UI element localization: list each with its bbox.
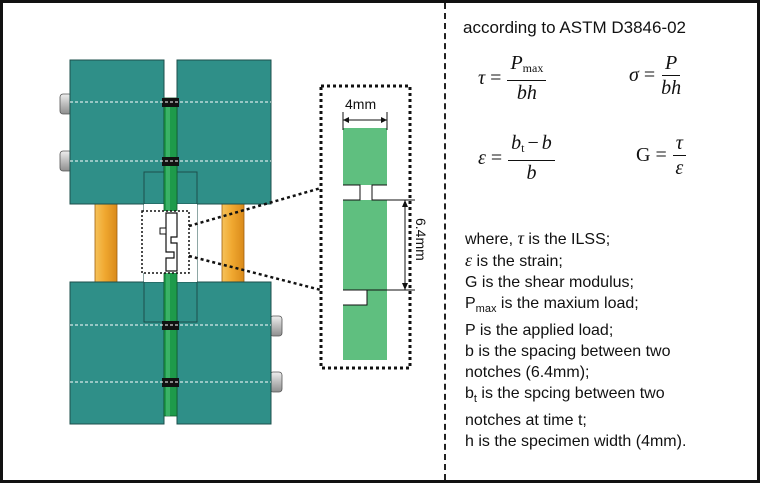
definition-line: h is the specimen width (4mm). [465,433,687,450]
bolt [269,315,283,337]
epsilon-num-a: b [511,132,522,154]
lower-grip-left [69,281,165,425]
tau-lhs: τ [478,66,486,89]
epsilon-num-a-sub: t [521,141,525,155]
standard-title: according to ASTM D3846-02 [463,18,687,37]
epsilon-num-op: − [527,132,539,154]
spacing-dim-label: 6.4mm [413,218,429,261]
width-dim-label: 4mm [345,96,376,112]
lower-grip-right [176,281,272,425]
zoom-line-bottom [188,254,322,292]
tau-num-sub: max [522,61,544,75]
g-num: τ [672,132,686,156]
bolt [269,371,283,393]
tau-equation: τ = Pmax bh [478,52,547,104]
definitions-list: where, τ is the ILSS; ε is the strain; G… [465,228,750,452]
definition-line: notches (6.4mm); [465,364,590,381]
definition-line: where, τ is the ILSS; [465,228,611,248]
g-equation: G = τ ε [636,132,686,179]
notch-cut-upper [360,185,387,200]
small-notched-specimen [165,212,178,272]
zoomed-notched-specimen [343,128,387,360]
zoom-line-top [188,186,322,228]
sigma-den: bh [661,77,682,99]
upper-grip-right [176,59,272,205]
definition-line: ε is the strain; [465,250,563,270]
sigma-lhs: σ [629,64,639,86]
definition-line: bt is the spcing between two [465,385,665,405]
definition-line: P is the applied load; [465,322,614,339]
epsilon-den: b [526,162,537,184]
epsilon-equation: ε = bt−b b [478,132,555,184]
epsilon-lhs: ε [478,146,486,169]
section-divider [444,3,446,480]
sigma-num: P [662,52,681,76]
tau-den: bh [516,82,537,104]
tau-num: P [510,52,523,74]
definition-line: G is the shear modulus; [465,274,634,291]
g-lhs: G [636,144,651,166]
guide-rod-left [94,203,118,285]
notch-cut-lower [343,290,367,305]
small-notch-inner [159,227,167,235]
definition-line: Pmax is the maxium load; [465,295,639,315]
definition-line: b is the spacing between two [465,343,671,360]
g-den: ε [675,157,684,179]
epsilon-num-b: b [541,132,552,154]
sigma-equation: σ = P bh [629,52,682,99]
definition-line: notches at time t; [465,412,587,429]
grip-dash-lines [70,101,271,383]
upper-grip-left [69,59,165,205]
